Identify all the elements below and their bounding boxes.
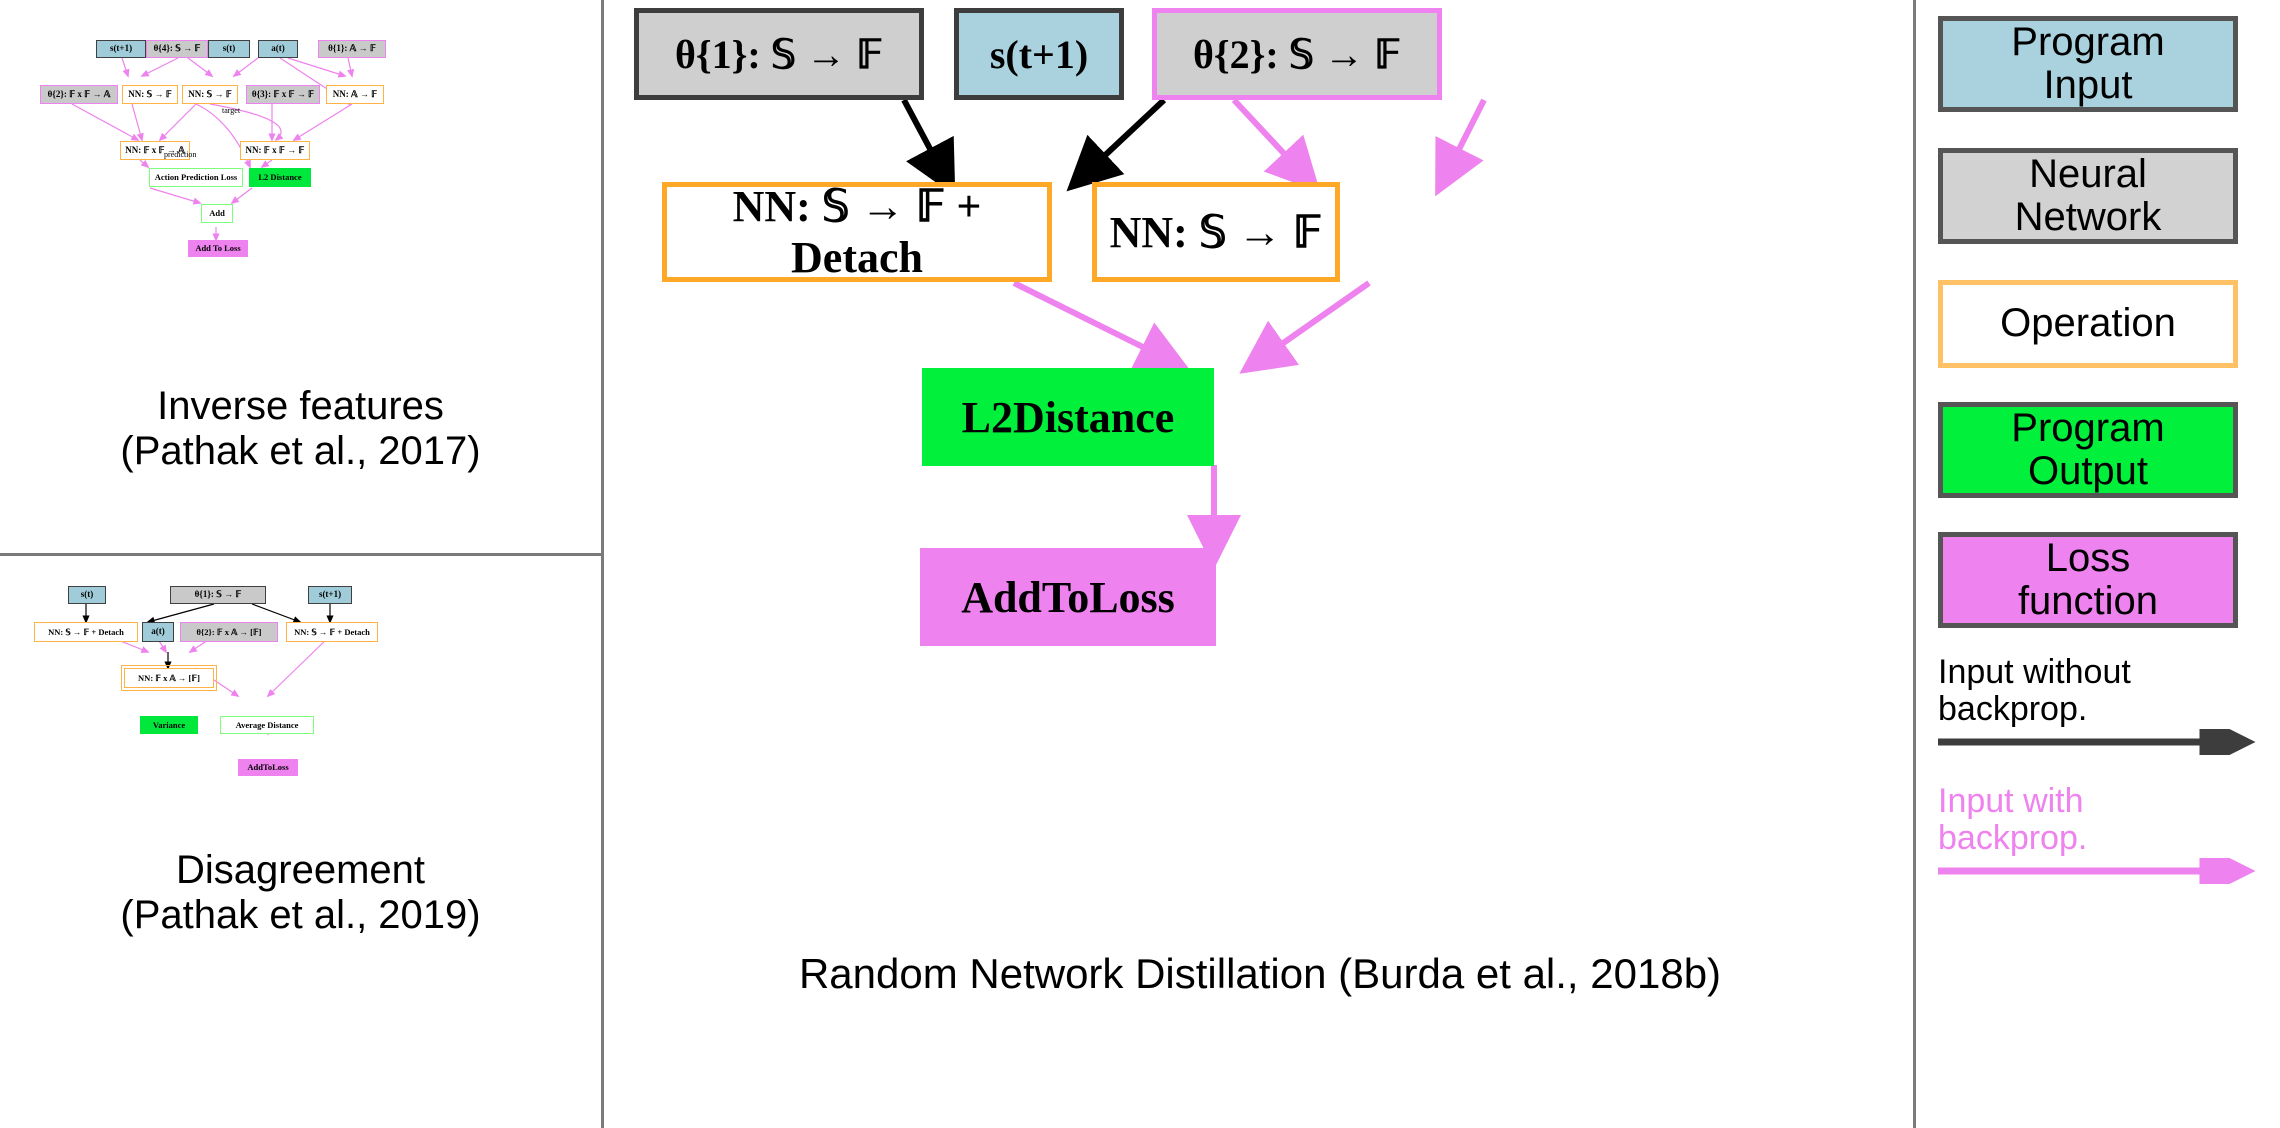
node-inverse-s-t-plus-1[interactable]: s(t+1) (96, 40, 146, 58)
caption-disagreement: Disagreement (Pathak et al., 2019) (120, 848, 481, 937)
node-disagreement-s-t-plus-1[interactable]: s(t+1) (308, 586, 352, 604)
rnd-edges (901, 97, 1487, 569)
node-rnd-nn[interactable]: NN: 𝕊 → 𝔽 (1092, 182, 1340, 282)
caption-rnd: Random Network Distillation (Burda et al… (798, 950, 1722, 997)
node-inverse-s-t[interactable]: s(t) (208, 40, 250, 58)
node-disagreement-add-to-loss[interactable]: AddToLoss (238, 759, 298, 776)
node-disagreement-theta2[interactable]: θ{2}: 𝔽 x 𝔸 → [𝔽] (180, 622, 278, 642)
legend-arrow-without-backprop-label: Input without backprop. (1938, 653, 2131, 729)
node-rnd-theta1[interactable]: θ{1}: 𝕊 → 𝔽 (634, 8, 924, 100)
node-disagreement-theta1[interactable]: θ{1}: 𝕊 → 𝔽 (170, 586, 266, 604)
dark-arrow-icon (1938, 728, 2256, 755)
legend-loss-function: Loss function (1938, 532, 2238, 628)
inverse-edges (71, 57, 355, 242)
node-disagreement-average-distance[interactable]: Average Distance (220, 716, 314, 734)
node-inverse-theta4[interactable]: θ{4}: 𝕊 → 𝔽 (146, 40, 208, 58)
node-disagreement-nn-fxa[interactable]: NN: 𝔽 x 𝔸 → [𝔽] (121, 665, 217, 691)
node-inverse-nn-fxf-to-f[interactable]: NN: 𝔽 x 𝔽 → 𝔽 (240, 141, 310, 160)
legend-arrow-without-backprop: Input without backprop. (1938, 653, 2256, 755)
node-inverse-nn-s-to-f-right[interactable]: NN: 𝕊 → 𝔽 (182, 85, 238, 104)
node-inverse-add[interactable]: Add (201, 204, 233, 223)
rnd-graph: θ{1}: 𝕊 → 𝔽 s(t+1) θ{2}: 𝕊 → 𝔽 NN: 𝕊 → 𝔽… (604, 0, 1916, 950)
node-inverse-nn-fxf-to-a[interactable]: NN: 𝔽 x 𝔽 → 𝔸 (120, 141, 190, 160)
node-rnd-l2distance[interactable]: L2Distance (922, 368, 1214, 466)
legend-neural-network: Neural Network (1938, 148, 2238, 244)
node-inverse-theta3[interactable]: θ{3}: 𝔽 x 𝔽 → 𝔽 (246, 85, 320, 104)
pink-arrow-icon (1938, 857, 2256, 884)
panel-disagreement: s(t) θ{1}: 𝕊 → 𝔽 s(t+1) NN: 𝕊 → 𝔽 + Deta… (0, 556, 601, 1128)
node-inverse-theta1[interactable]: θ{1}: 𝔸 → 𝔽 (318, 40, 386, 58)
node-inverse-a-t[interactable]: a(t) (258, 40, 298, 58)
node-disagreement-nn-detach-left[interactable]: NN: 𝕊 → 𝔽 + Detach (34, 622, 138, 642)
node-disagreement-variance[interactable]: Variance (140, 716, 198, 734)
legend-column: Program Input Neural Network Operation P… (1916, 0, 2280, 1128)
node-inverse-action-prediction-loss[interactable]: Action Prediction Loss (149, 168, 243, 187)
node-inverse-add-to-loss[interactable]: Add To Loss (188, 240, 248, 257)
disagreement-graph: s(t) θ{1}: 𝕊 → 𝔽 s(t+1) NN: 𝕊 → 𝔽 + Deta… (0, 556, 604, 846)
node-rnd-nn-detach[interactable]: NN: 𝕊 → 𝔽 + Detach (662, 182, 1052, 282)
center-column: θ{1}: 𝕊 → 𝔽 s(t+1) θ{2}: 𝕊 → 𝔽 NN: 𝕊 → 𝔽… (604, 0, 1916, 1128)
inverse-features-graph: s(t+1) θ{4}: 𝕊 → 𝔽 s(t) a(t) θ{1}: 𝔸 → 𝔽… (0, 0, 604, 380)
node-inverse-l2-distance[interactable]: L2 Distance (249, 168, 311, 187)
node-rnd-addtoloss[interactable]: AddToLoss (920, 548, 1216, 646)
legend-program-input: Program Input (1938, 16, 2238, 112)
node-inverse-nn-a-to-f[interactable]: NN: 𝔸 → 𝔽 (326, 85, 384, 104)
node-rnd-s-t-plus-1[interactable]: s(t+1) (954, 8, 1124, 100)
node-disagreement-nn-detach-right[interactable]: NN: 𝕊 → 𝔽 + Detach (286, 622, 378, 642)
node-inverse-theta2[interactable]: θ{2}: 𝔽 x 𝔽 → 𝔸 (40, 85, 118, 104)
edge-label-prediction: prediction (164, 150, 197, 159)
legend-arrow-with-backprop-label: Input with backprop. (1938, 781, 2088, 858)
legend-program-output: Program Output (1938, 402, 2238, 498)
edge-label-target: target (222, 106, 241, 115)
left-column: s(t+1) θ{4}: 𝕊 → 𝔽 s(t) a(t) θ{1}: 𝔸 → 𝔽… (0, 0, 604, 1128)
node-disagreement-a-t[interactable]: a(t) (142, 622, 174, 642)
legend-arrow-with-backprop: Input with backprop. (1938, 781, 2256, 884)
caption-inverse-features: Inverse features (Pathak et al., 2017) (120, 384, 481, 473)
panel-inverse-features: s(t+1) θ{4}: 𝕊 → 𝔽 s(t) a(t) θ{1}: 𝔸 → 𝔽… (0, 0, 601, 556)
node-disagreement-s-t[interactable]: s(t) (68, 586, 106, 604)
node-rnd-theta2[interactable]: θ{2}: 𝕊 → 𝔽 (1152, 8, 1442, 100)
legend-operation: Operation (1938, 280, 2238, 368)
node-inverse-nn-s-to-f-left[interactable]: NN: 𝕊 → 𝔽 (122, 85, 178, 104)
